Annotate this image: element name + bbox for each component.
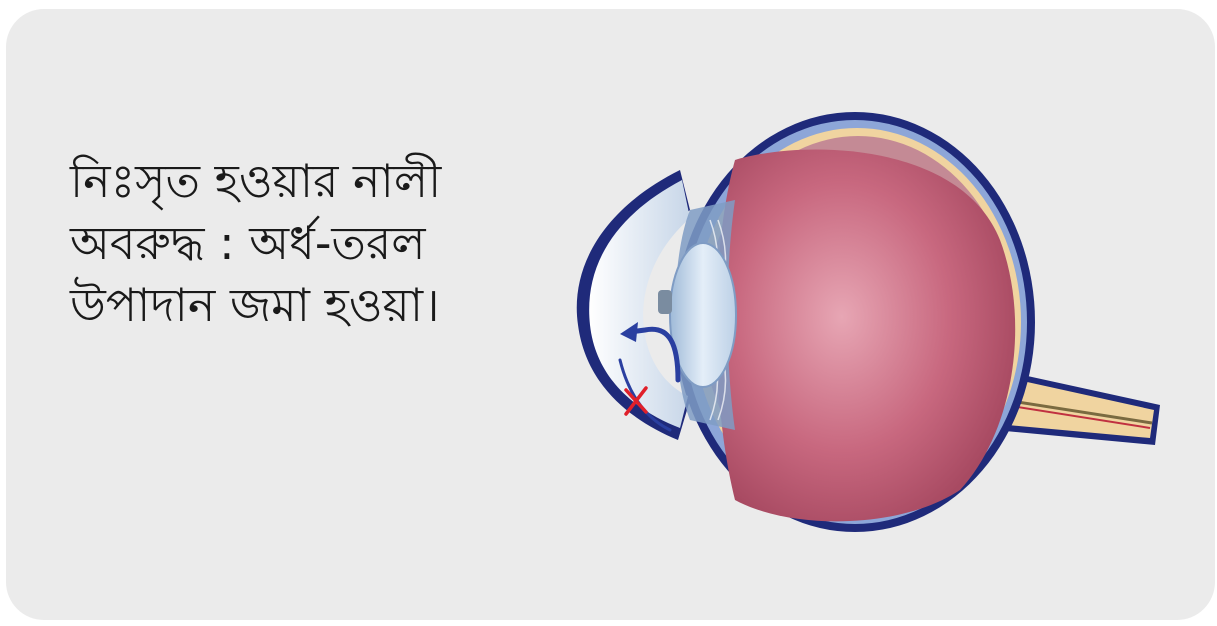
- eye-cross-section-illustration: [560, 100, 1180, 550]
- diagram-caption: নিঃসৃত হওয়ার নালী অবরুদ্ধ : অর্ধ-তরল উপ…: [70, 150, 540, 336]
- caption-line-3: উপাদান জমা হওয়া।: [70, 274, 540, 336]
- lens-stalk: [658, 290, 672, 314]
- caption-line-2: অবরুদ্ধ : অর্ধ-তরল: [70, 212, 540, 274]
- vitreous-body: [716, 150, 1015, 522]
- caption-line-1: নিঃসৃত হওয়ার নালী: [70, 150, 540, 212]
